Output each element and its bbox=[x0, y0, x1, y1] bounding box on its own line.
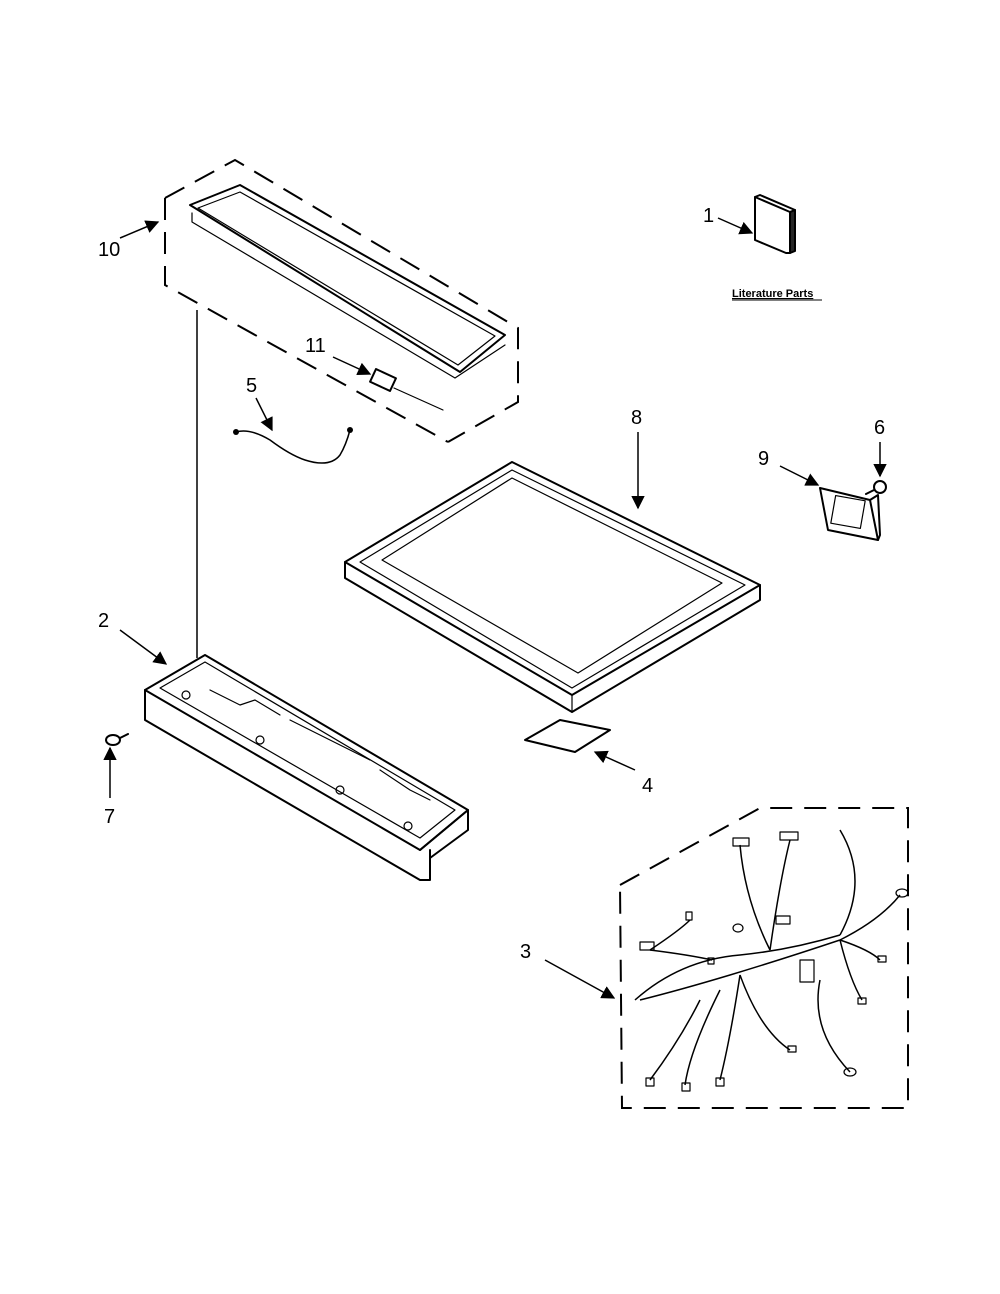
literature-book bbox=[754, 194, 796, 254]
main-wire-harness bbox=[619, 807, 909, 1109]
callout-8: 8 bbox=[631, 407, 642, 429]
callout-3: 3 bbox=[520, 941, 531, 963]
console-cover-group bbox=[164, 158, 519, 658]
literature-parts-label: Literature Parts bbox=[732, 288, 813, 300]
label-sheet bbox=[524, 719, 611, 753]
callout-2: 2 bbox=[98, 610, 109, 632]
callout-9: 9 bbox=[758, 448, 769, 470]
screw-6 bbox=[865, 480, 887, 495]
callout-6: 6 bbox=[874, 417, 885, 439]
top-panel bbox=[344, 461, 761, 713]
console-base bbox=[144, 654, 469, 881]
mounting-bracket bbox=[819, 487, 881, 541]
wire-harness-small bbox=[235, 429, 351, 464]
callout-10: 10 bbox=[98, 239, 120, 261]
callout-4: 4 bbox=[642, 775, 653, 797]
callout-5: 5 bbox=[246, 375, 257, 397]
callout-7: 7 bbox=[104, 806, 115, 828]
callout-11: 11 bbox=[305, 335, 326, 357]
callout-1: 1 bbox=[703, 205, 714, 227]
screw-7 bbox=[105, 733, 129, 746]
